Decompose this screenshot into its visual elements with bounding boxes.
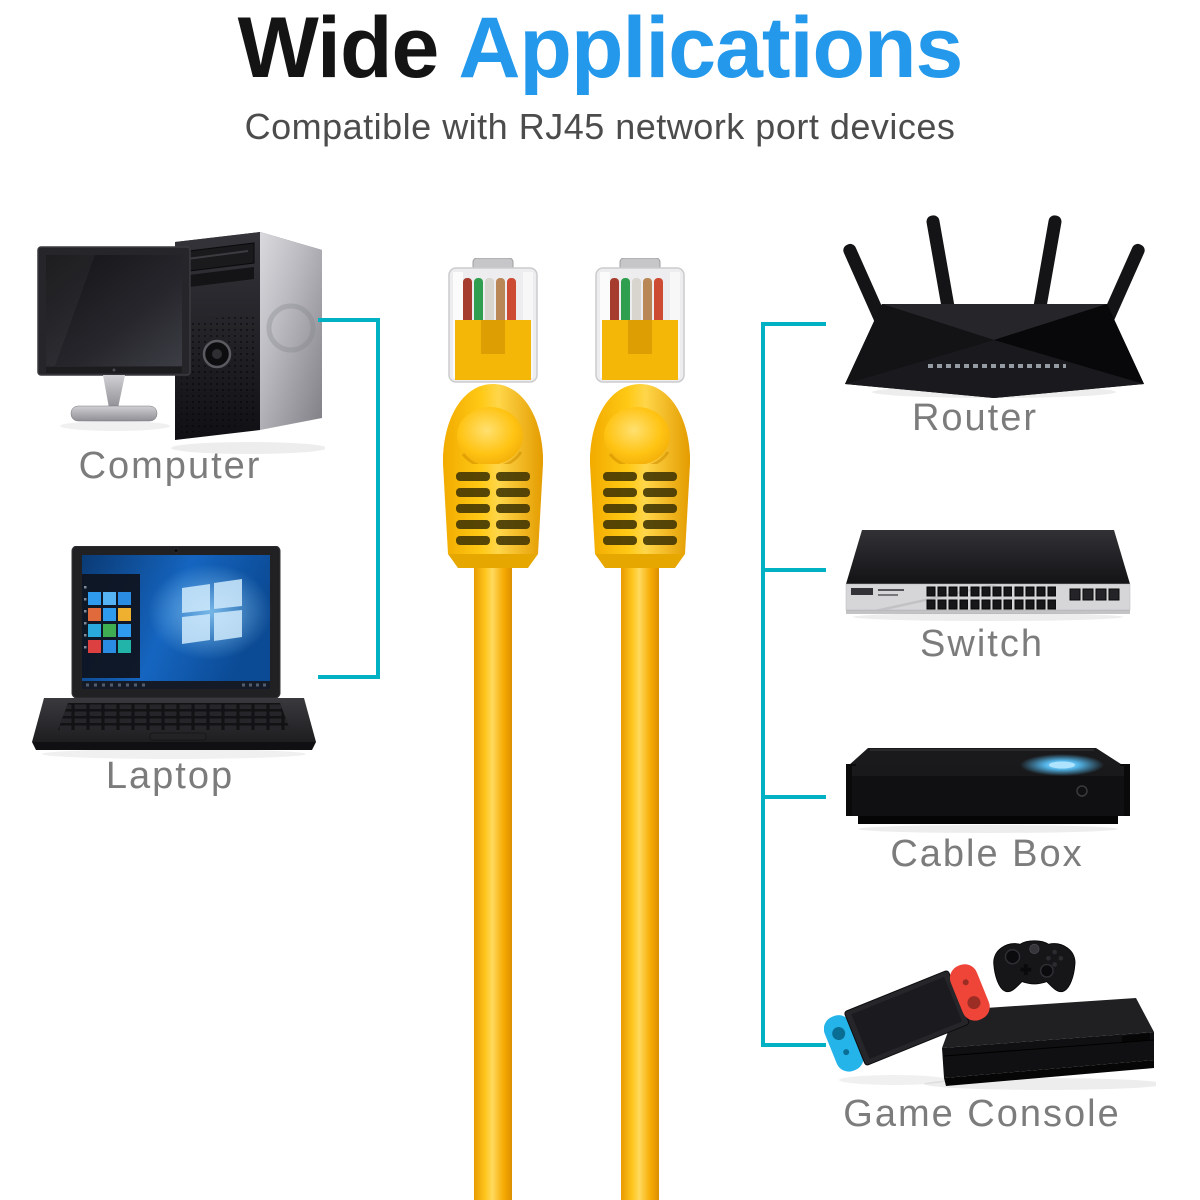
computer-image xyxy=(37,232,325,454)
computer-label: Computer xyxy=(78,445,262,487)
ethernet-cable-right-image xyxy=(590,258,690,1200)
cable-box-label: Cable Box xyxy=(890,833,1084,875)
bracket-stub-cable-box xyxy=(761,795,826,799)
switch-image xyxy=(845,530,1131,621)
title-word-applications: Applications xyxy=(458,0,963,96)
game-console-image xyxy=(824,940,1156,1090)
left-devices-bracket-line xyxy=(318,318,380,679)
switch-label: Switch xyxy=(920,623,1044,665)
ethernet-cable-left-image xyxy=(443,258,543,1200)
bracket-stub-switch xyxy=(761,568,826,572)
cable-box-image xyxy=(846,748,1130,833)
bracket-stub-game-console xyxy=(761,1043,826,1047)
router-image xyxy=(843,215,1145,398)
router-label: Router xyxy=(911,397,1039,439)
laptop-label: Laptop xyxy=(105,755,235,797)
game-console-label: Game Console xyxy=(843,1093,1121,1135)
bracket-stub-router xyxy=(761,322,826,326)
laptop-image xyxy=(32,546,316,759)
page-subtitle: Compatible with RJ45 network port device… xyxy=(244,106,956,147)
title-word-wide: Wide xyxy=(237,0,440,96)
right-devices-bracket-line xyxy=(761,322,765,1047)
